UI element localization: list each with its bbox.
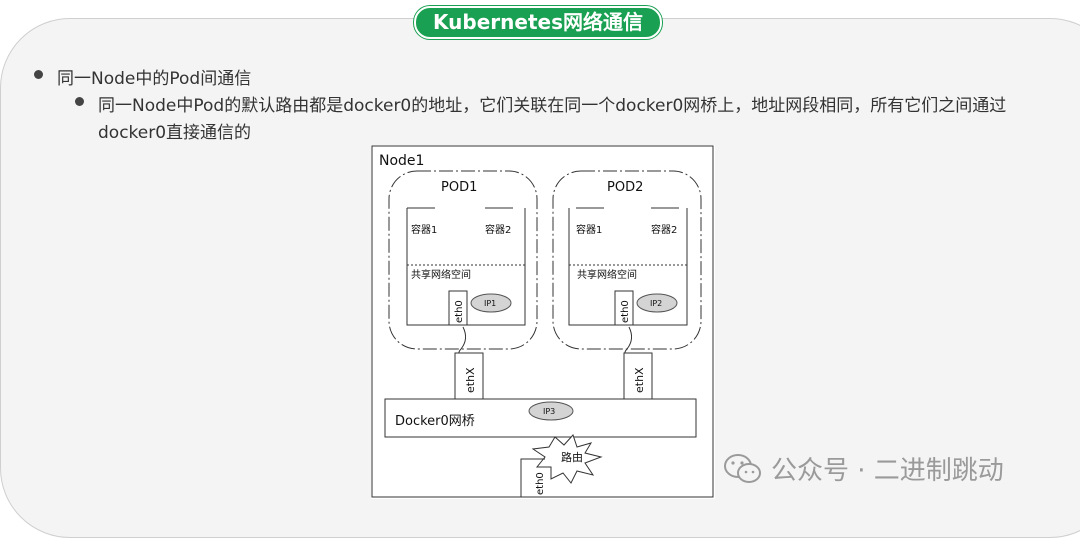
pod2-shared-label: 共享网络空间 [577,268,637,281]
pod1-box [388,170,538,350]
diagram-svg: Node1 POD1 容器1 容器2 共享网络空间 eth0 IP1 POD2 … [371,145,714,498]
title-pill: Kubernetes网络通信 [414,6,662,39]
pod2-eth-box [614,290,634,326]
bullet-dot [34,70,43,79]
pod2-ip: IP2 [650,299,662,308]
network-diagram: Node1 POD1 容器1 容器2 共享网络空间 eth0 IP1 POD2 … [371,145,715,499]
pod1-eth0: eth0 [454,300,465,323]
router-burst [531,434,603,484]
pod1-label: POD1 [441,180,477,195]
bridge-ip-oval [528,401,574,421]
node-frame [371,145,714,498]
pod1-container2: 容器2 [485,223,511,236]
host-eth0: eth0 [535,472,546,495]
pod1-eth-box [448,290,468,326]
pod2-container2: 容器2 [651,223,677,236]
ethx1-label: ethX [464,367,477,393]
pod2-eth0: eth0 [620,300,631,323]
pod1-shared-label: 共享网络空间 [411,268,471,281]
pod2-label: POD2 [607,180,643,195]
pod1-ip: IP1 [484,299,496,308]
bridge-ip: IP3 [543,407,555,416]
node-label: Node1 [379,153,424,169]
router-label: 路由 [561,450,583,464]
ethx2-label: ethX [633,367,646,393]
bullet-2: 同一Node中Pod的默认路由都是docker0的地址，它们关联在同一个dock… [98,96,1007,143]
bullet-dot [75,97,84,106]
bridge-label: Docker0网桥 [395,414,475,429]
pod1-container1: 容器1 [411,223,437,236]
watermark: 公众号 · 二进制跳动 [723,450,1004,487]
bullet-1: 同一Node中的Pod间通信 [57,69,252,89]
host-eth-box [520,458,545,497]
ethx2-box [623,352,653,400]
pod2-container1: 容器1 [576,223,602,236]
watermark-text: 公众号 · 二进制跳动 [771,456,1004,486]
wechat-icon [724,453,761,483]
pod2-ip-oval [636,293,678,313]
pod1-ip-oval [470,293,512,313]
